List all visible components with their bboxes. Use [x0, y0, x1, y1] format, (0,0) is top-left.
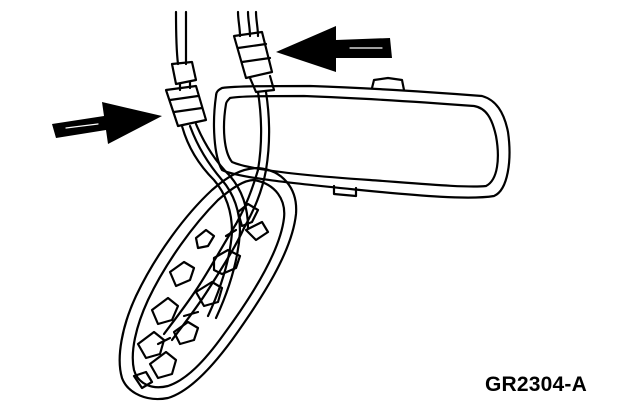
left-pointer-arrow [52, 102, 162, 144]
figure-label: GR2304-A [485, 373, 587, 396]
left-wire-harness [164, 10, 250, 320]
lamp-housing [118, 166, 298, 401]
right-pointer-arrow [276, 26, 392, 72]
right-wire-harness [162, 10, 276, 342]
